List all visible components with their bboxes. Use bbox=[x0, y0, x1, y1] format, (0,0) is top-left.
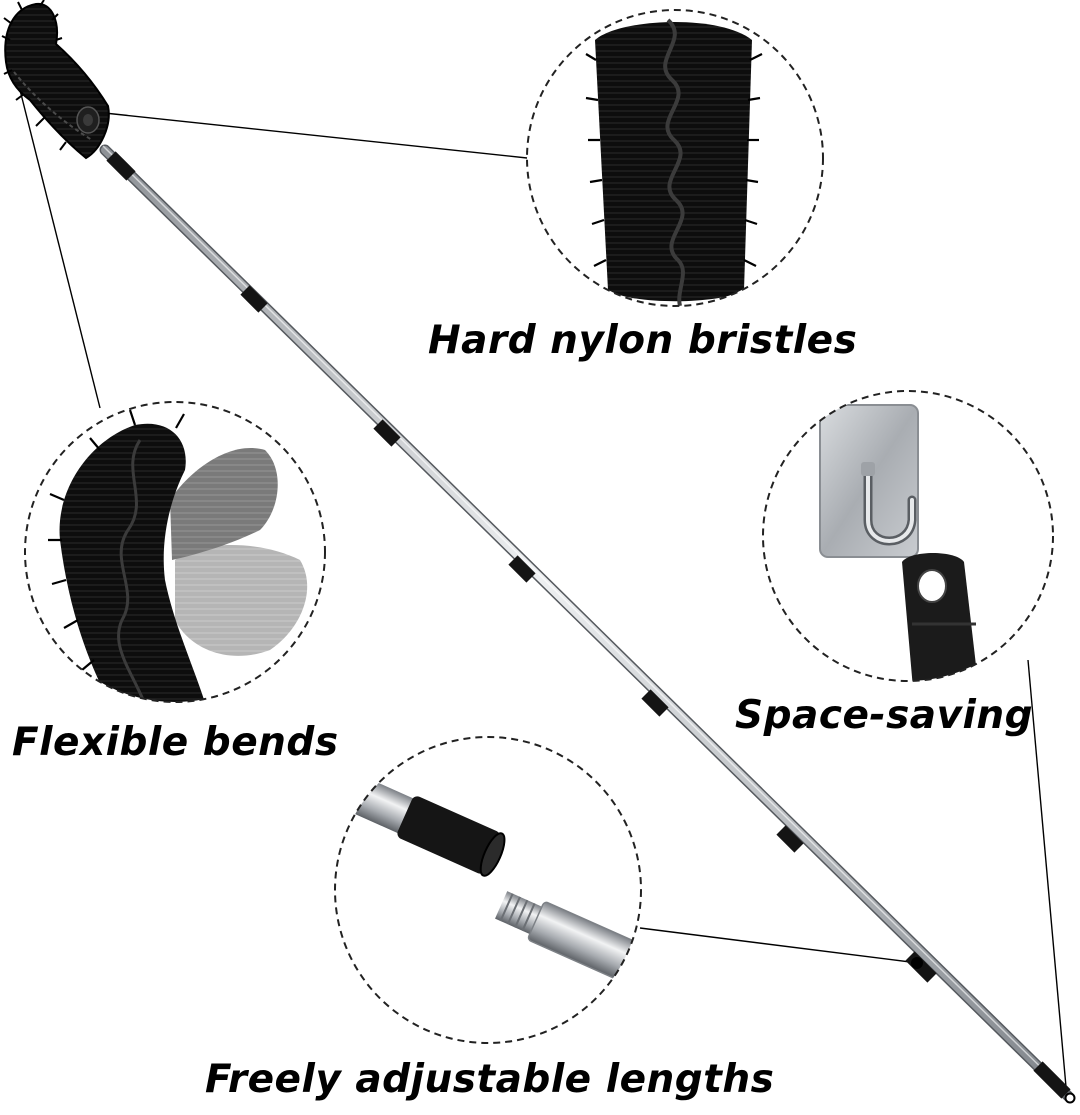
callout-lines bbox=[19, 89, 1068, 1099]
joint-marker bbox=[911, 957, 923, 969]
caption-hard-nylon-bristles: Hard nylon bristles bbox=[428, 318, 858, 363]
caption-flexible-bends: Flexible bends bbox=[12, 720, 339, 765]
bends-detail-circle bbox=[24, 401, 326, 703]
brush-head bbox=[1, 0, 110, 160]
pole-end-cap bbox=[1064, 1092, 1076, 1104]
lengths-detail-circle bbox=[334, 736, 642, 1044]
caption-space-saving: Space-saving bbox=[735, 693, 1034, 738]
caption-freely-adjustable-lengths: Freely adjustable lengths bbox=[205, 1057, 775, 1102]
hook-detail-circle bbox=[762, 390, 1054, 682]
bristles-detail-circle bbox=[526, 9, 824, 307]
